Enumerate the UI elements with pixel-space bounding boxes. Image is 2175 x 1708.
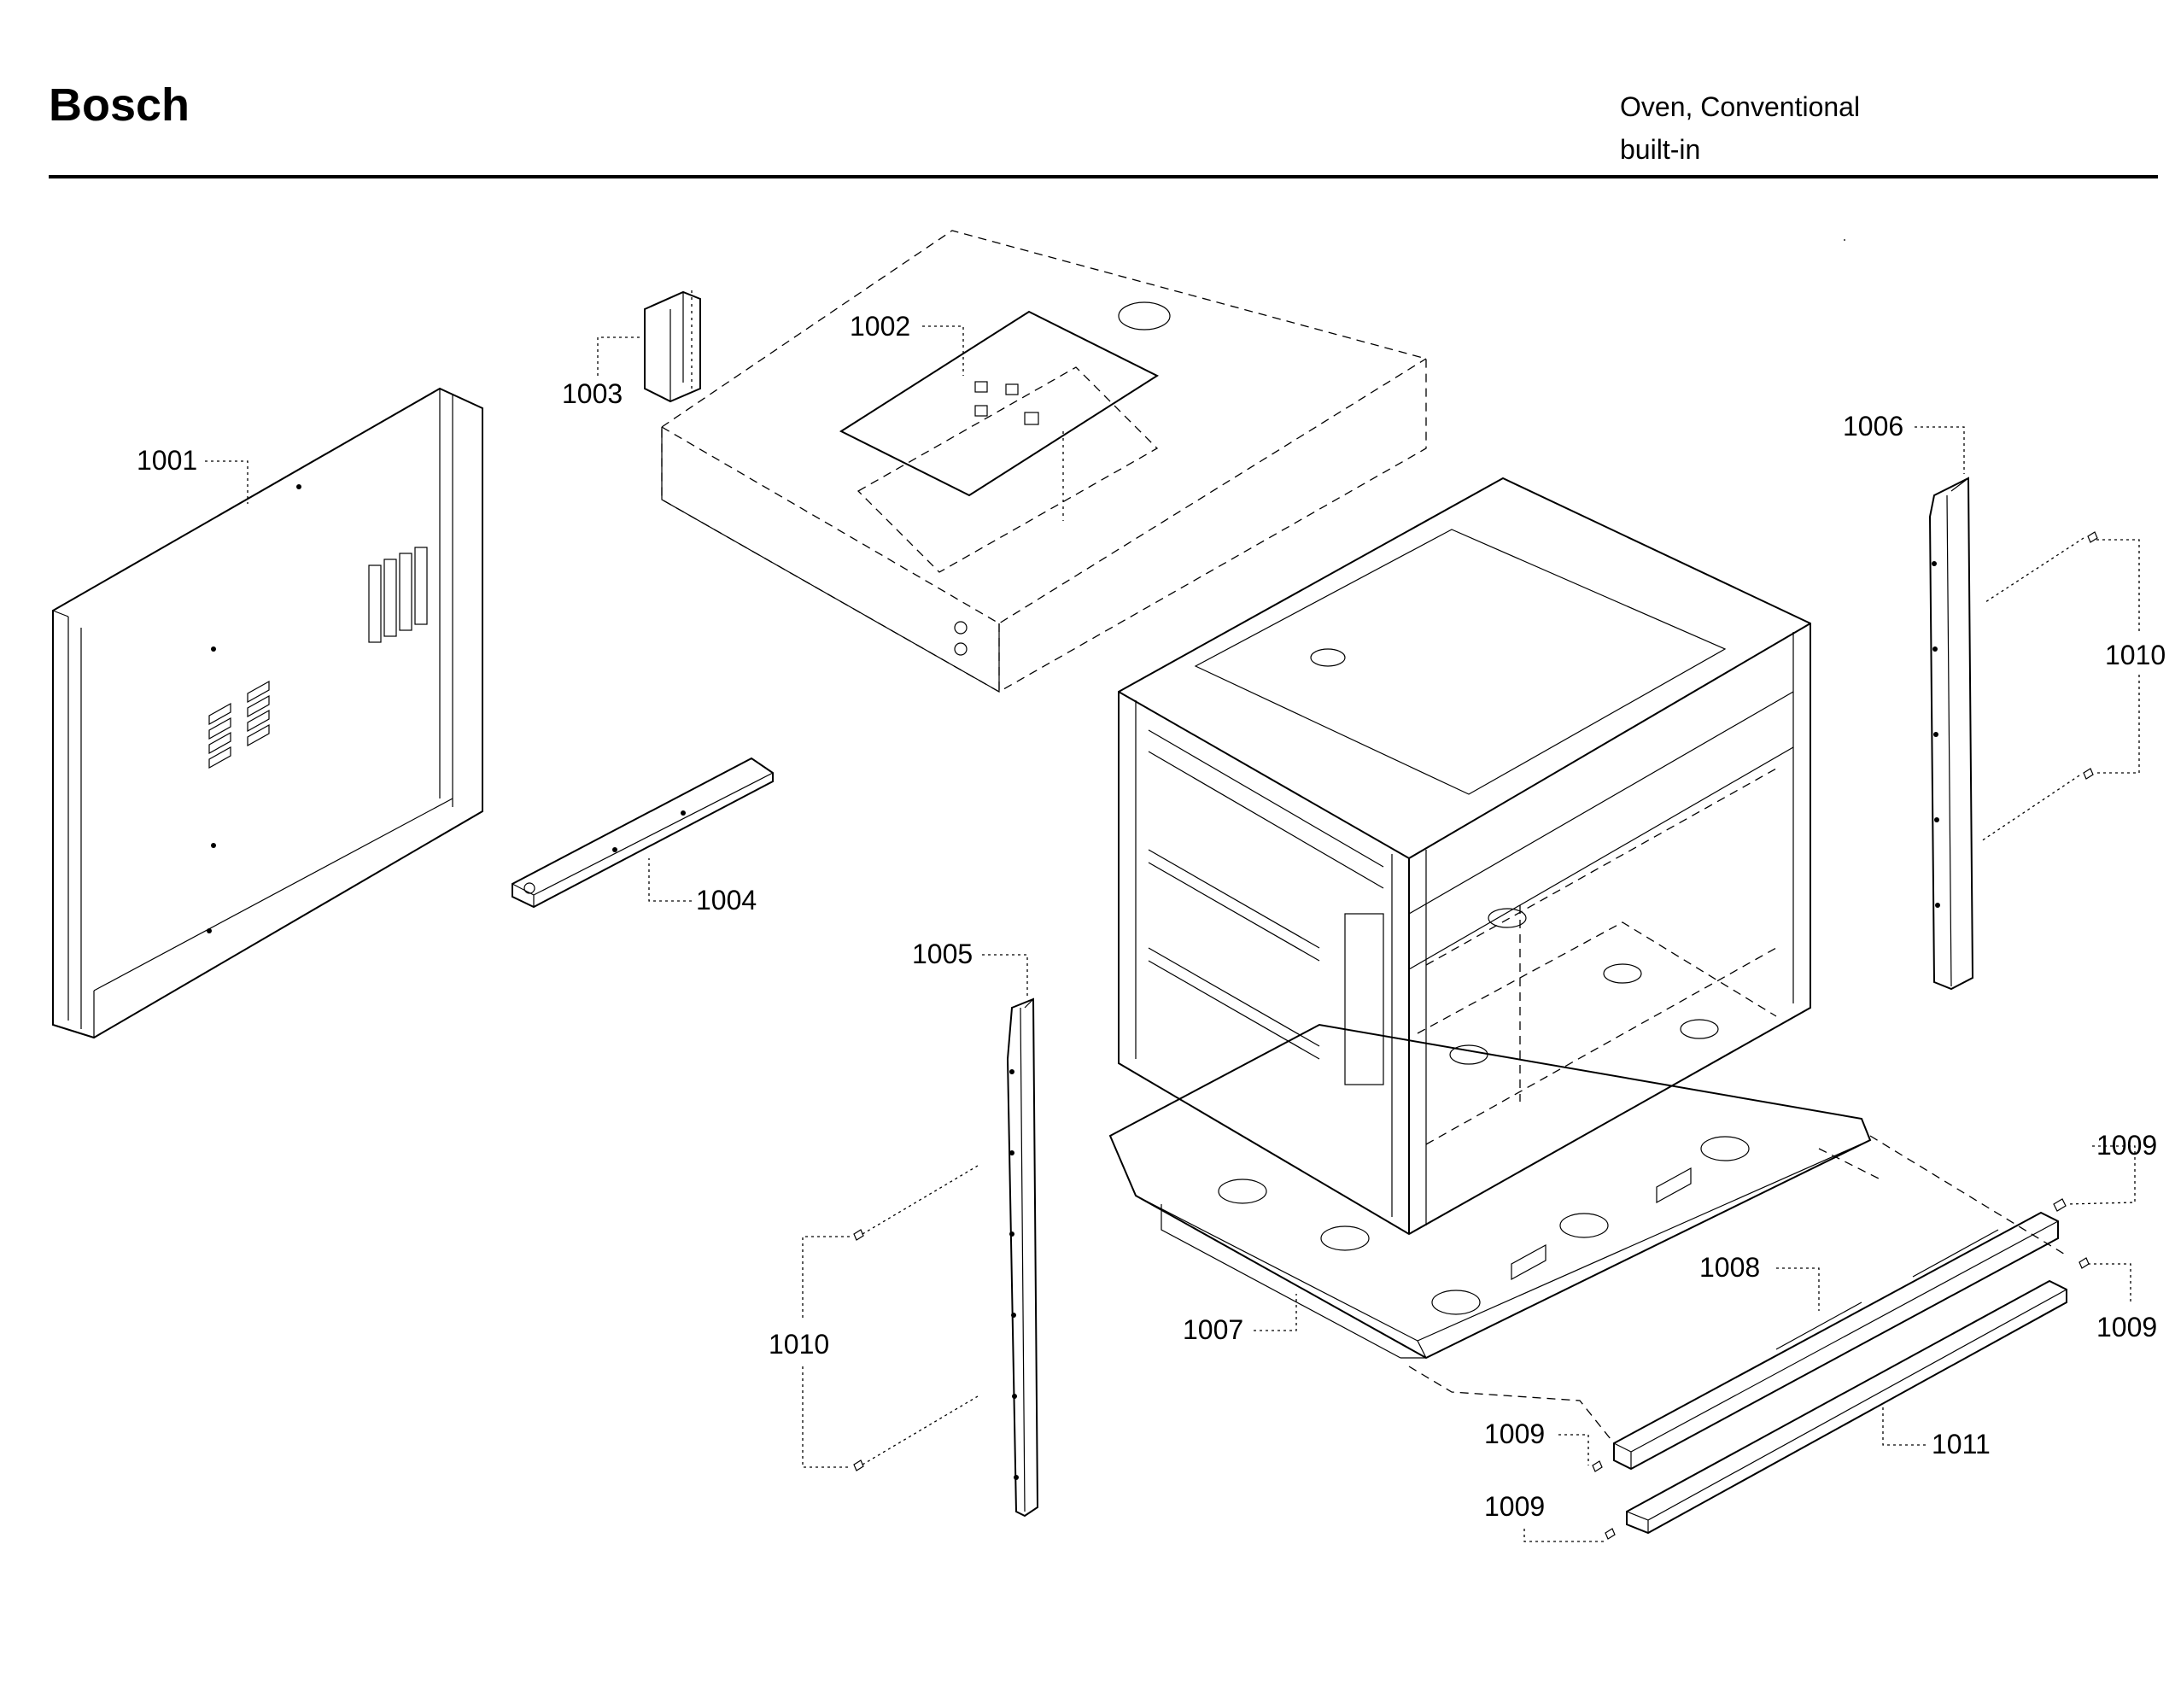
product-subtype: built-in <box>1620 134 1701 165</box>
callout-1009-b: 1009 <box>2088 1263 2157 1342</box>
part-1005-strip <box>1006 997 1039 1518</box>
callout-1002-label: 1002 <box>850 311 910 342</box>
callout-1009-label-d: 1009 <box>1484 1491 1545 1522</box>
callout-1010-left: 1010 <box>769 1236 850 1468</box>
callout-1009-c: 1009 <box>1484 1418 1589 1465</box>
part-1003-bracket <box>644 290 701 403</box>
part-1006-strip <box>1928 477 1974 991</box>
callout-1009-a: 1009 <box>2066 1130 2157 1205</box>
product-description: Oven, Conventional built-in <box>1620 85 1860 171</box>
callout-1005-label: 1005 <box>912 939 973 969</box>
callout-1009-label-a: 1009 <box>2096 1130 2157 1161</box>
brand-title: Bosch <box>49 79 190 131</box>
product-type: Oven, Conventional <box>1620 91 1861 122</box>
callout-1011: 1011 <box>1882 1405 1991 1459</box>
callout-1009-label-b: 1009 <box>2096 1312 2157 1342</box>
callout-1001-label: 1001 <box>137 445 197 476</box>
callout-1010-label-left: 1010 <box>769 1329 829 1360</box>
part-oven-cavity <box>1118 477 1811 1236</box>
callout-1003: 1003 <box>562 336 640 409</box>
part-top-cover <box>661 230 1427 693</box>
callout-1003-label: 1003 <box>562 378 623 409</box>
part-1007-base <box>1108 1023 1880 1360</box>
callout-1009-label-c: 1009 <box>1484 1418 1545 1449</box>
part-1004-brace <box>512 757 774 909</box>
callout-1008: 1008 <box>1699 1252 1820 1311</box>
callout-1001: 1001 <box>137 445 248 504</box>
callout-1006-label: 1006 <box>1843 411 1903 442</box>
callout-1008-label: 1008 <box>1699 1252 1760 1283</box>
callout-1002: 1002 <box>850 311 964 376</box>
part-1001-side-panel <box>52 387 483 1039</box>
part-1010-screws <box>853 531 2098 1471</box>
part-1011-rail <box>1626 1279 2067 1535</box>
callout-1007: 1007 <box>1183 1294 1297 1345</box>
callout-1009-d: 1009 <box>1484 1491 1605 1542</box>
callout-1005: 1005 <box>912 939 1028 999</box>
callout-1010-right: 1010 <box>2096 539 2166 774</box>
assembly-guides <box>1408 239 2067 1444</box>
part-1008-rail <box>1613 1211 2059 1471</box>
header-divider <box>49 175 2158 178</box>
part-1002-plate <box>839 310 1160 573</box>
callout-1010-label-right: 1010 <box>2105 640 2166 670</box>
callout-1007-label: 1007 <box>1183 1314 1243 1345</box>
callout-1004: 1004 <box>648 858 757 915</box>
callout-1011-label: 1011 <box>1932 1429 1991 1459</box>
callout-1006: 1006 <box>1843 411 1965 474</box>
callout-1004-label: 1004 <box>696 885 757 915</box>
part-1009-screws <box>1592 1198 2090 1540</box>
